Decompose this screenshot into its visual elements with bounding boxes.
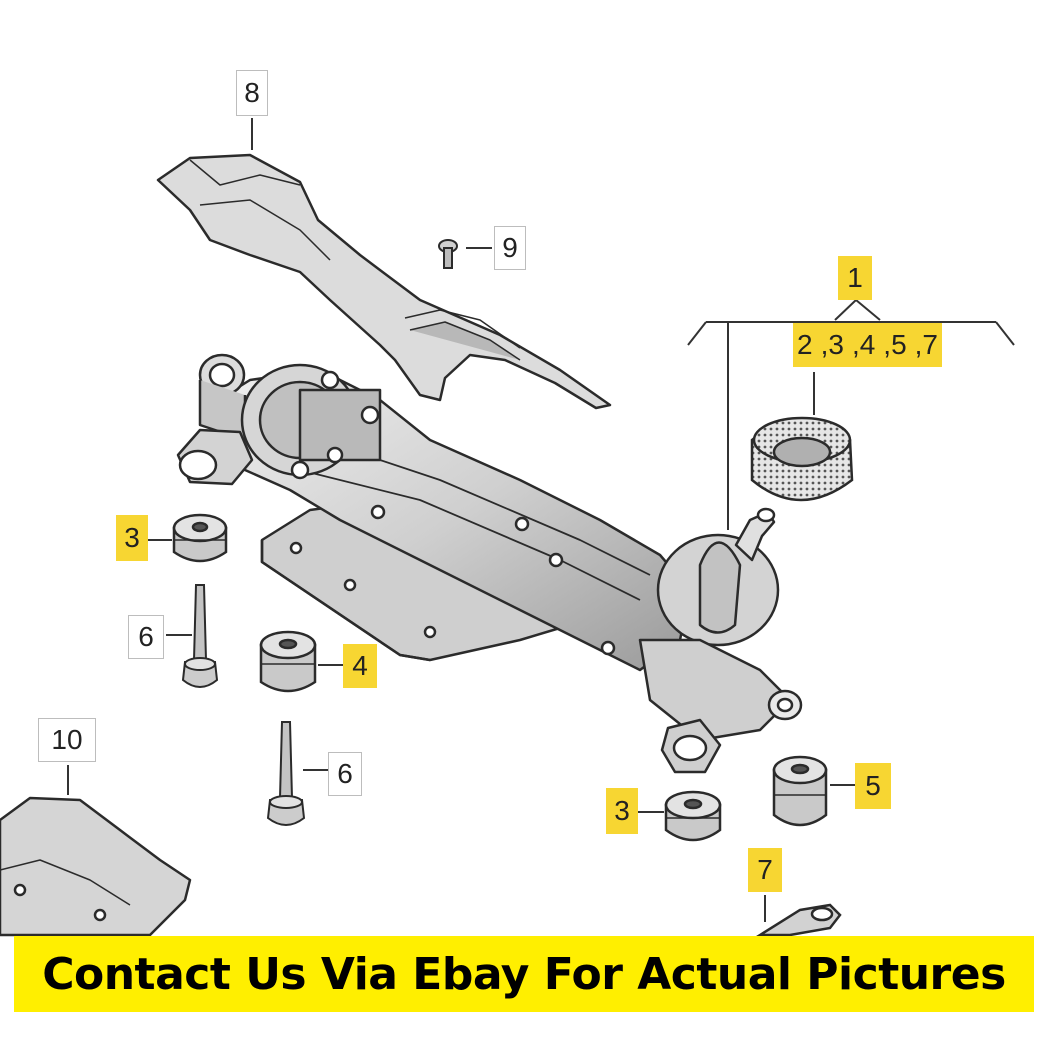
bushing-part-5: [772, 755, 828, 827]
bolt-part-6-lower: [266, 721, 306, 826]
callout-7: 7: [748, 848, 782, 892]
callout-3-right: 3: [606, 788, 638, 834]
callout-10: 10: [38, 718, 96, 762]
group-item-2: 2: [793, 323, 817, 367]
group-item-3: ,3: [816, 323, 848, 367]
group-item-4: ,4: [847, 323, 880, 367]
group-item-7: ,7: [910, 323, 943, 367]
callout-6-upper: 6: [128, 615, 164, 659]
bolt-part-9: [438, 239, 458, 269]
group-bracket: [687, 299, 1015, 530]
mesh-bushing-part: [750, 416, 854, 502]
group-item-5: ,5: [879, 323, 911, 367]
callout-9: 9: [494, 226, 526, 270]
banner-text: Contact Us Via Ebay For Actual Pictures: [42, 948, 1006, 1000]
callout-1: 1: [838, 256, 872, 300]
callout-3-left: 3: [116, 515, 148, 561]
bushing-part-3-right: [664, 790, 722, 842]
heat-shield-part: [156, 153, 612, 410]
shield-part-10: [0, 796, 192, 937]
strap-part-7: [755, 903, 842, 937]
bushing-part-3-left: [172, 513, 228, 563]
contact-banner: Contact Us Via Ebay For Actual Pictures: [14, 936, 1034, 1012]
bolt-part-6-upper: [181, 584, 219, 688]
bushing-part-4: [259, 630, 317, 693]
callout-4: 4: [343, 644, 377, 688]
callout-5: 5: [855, 763, 891, 809]
callout-8: 8: [236, 70, 268, 116]
steering-rack-assembly: [176, 353, 803, 774]
callout-6-lower: 6: [328, 752, 362, 796]
group-callouts-2-3-4-5-7: 2 ,3 ,4 ,5 ,7: [793, 320, 943, 370]
